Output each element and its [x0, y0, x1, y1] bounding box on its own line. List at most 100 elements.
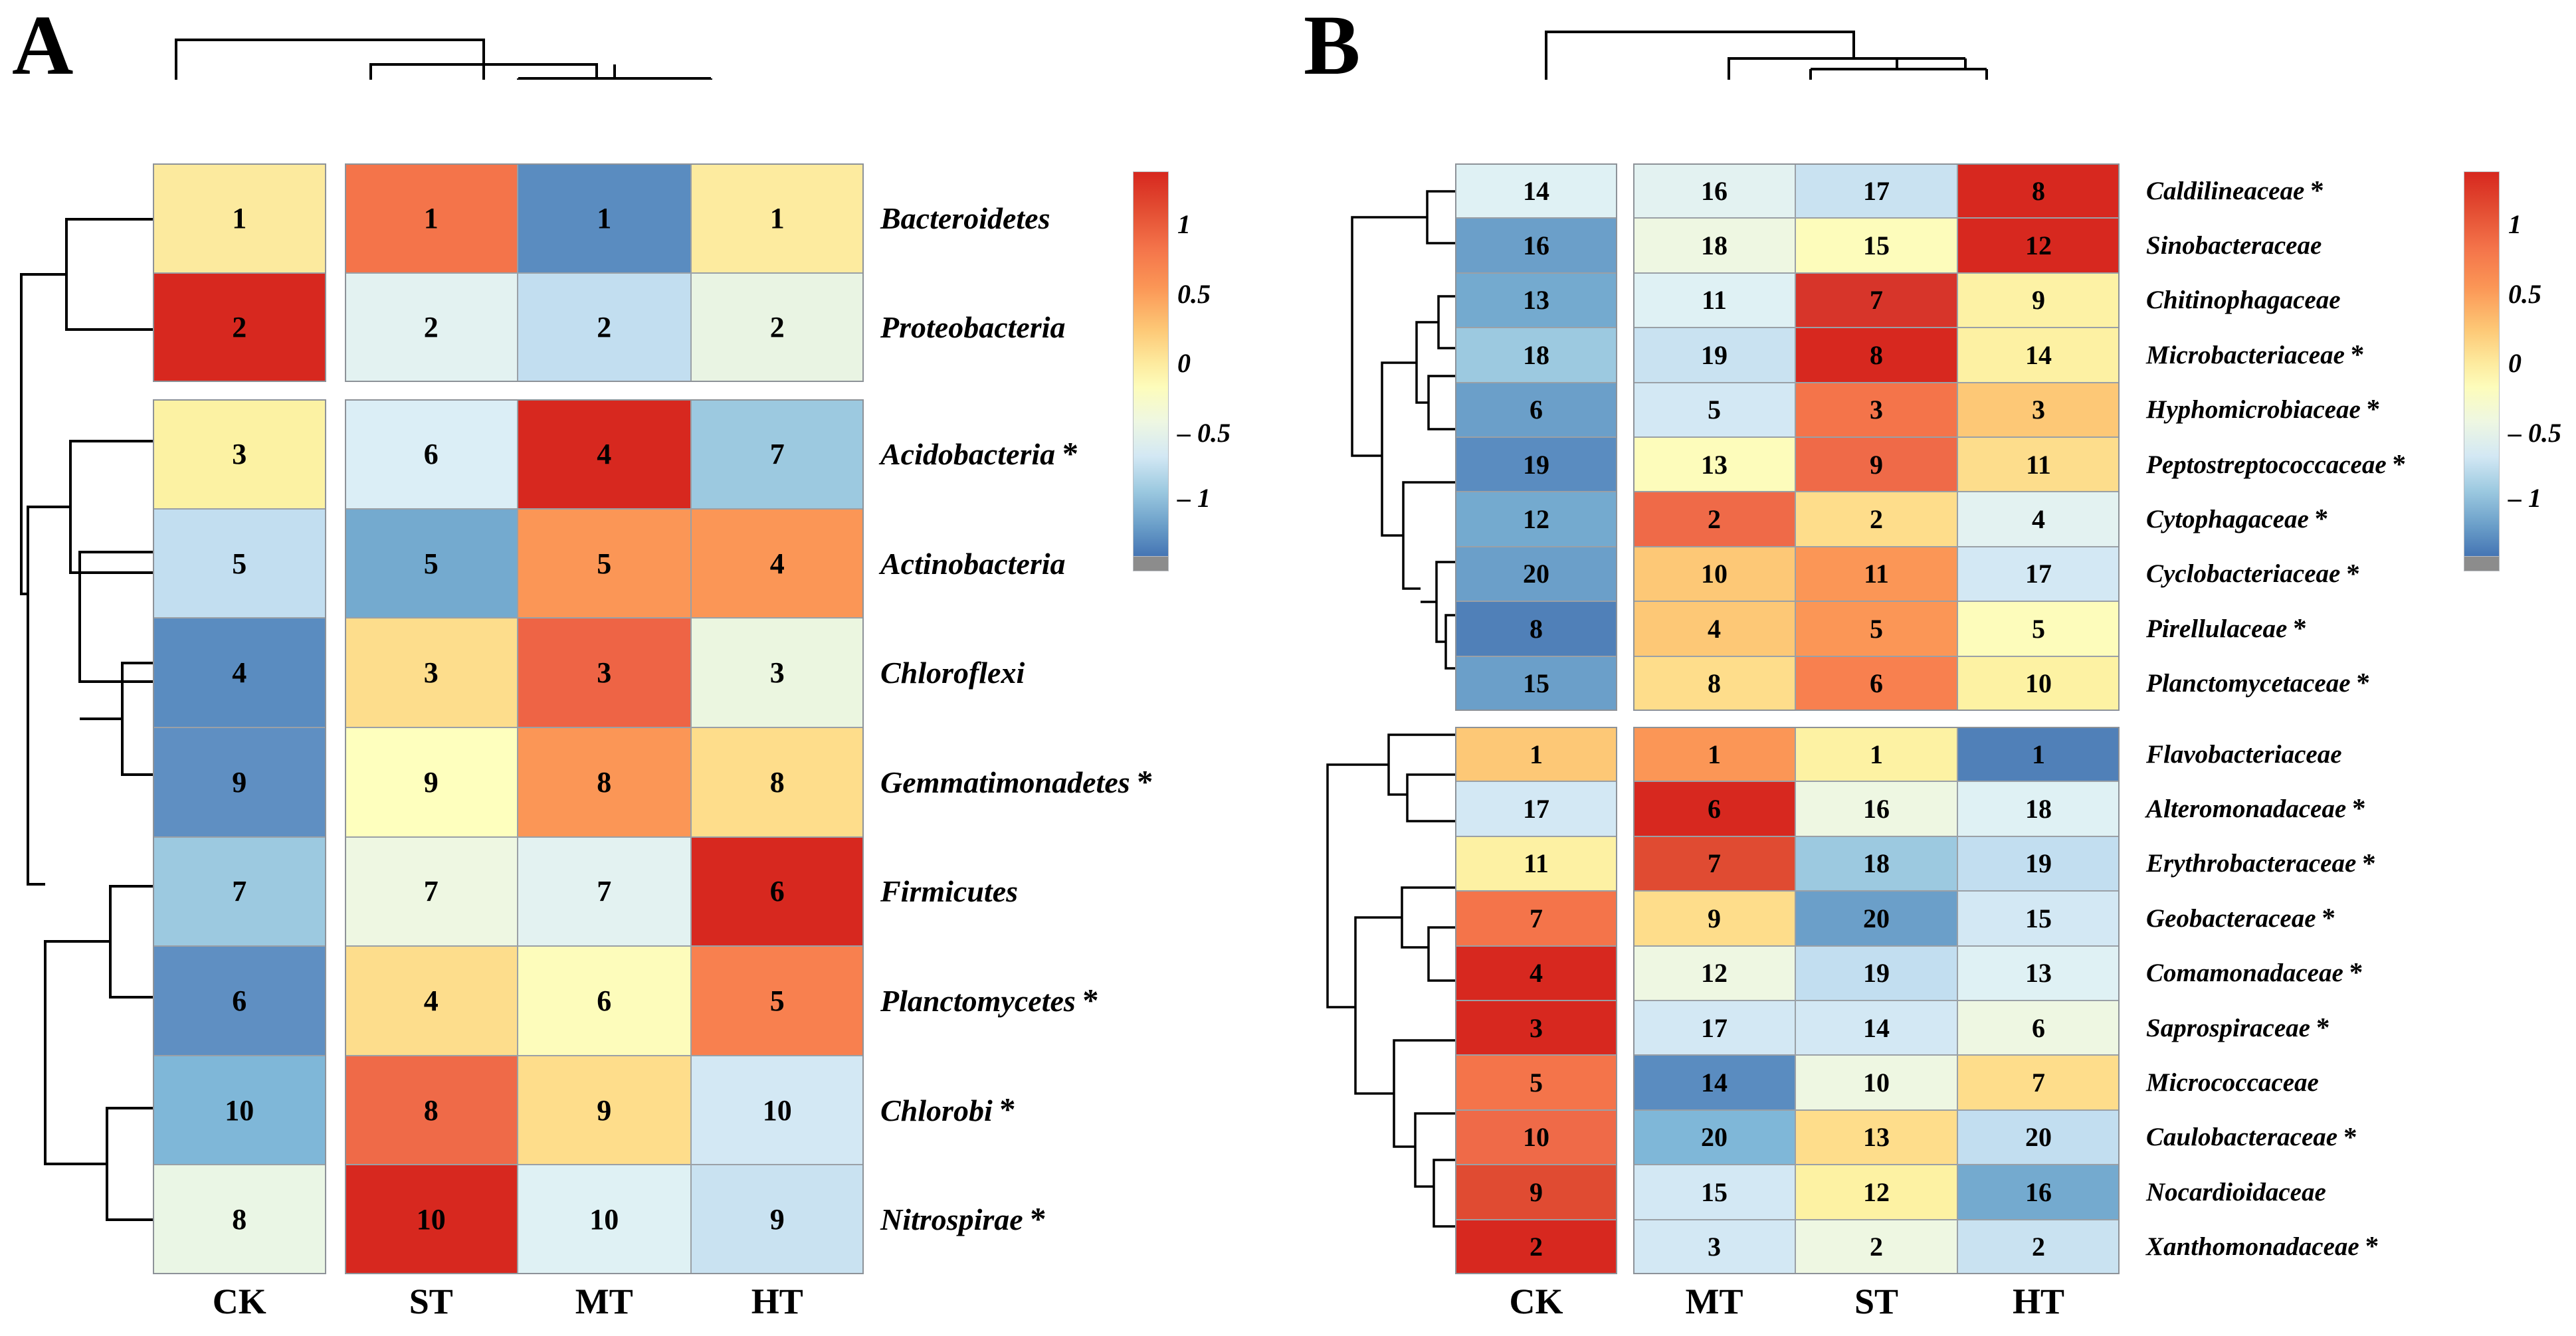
heatmap-cell: 8: [344, 1055, 518, 1165]
heatmap-cell: 1: [1795, 727, 1957, 782]
significance-asterisk: *: [1062, 436, 1078, 472]
row-label: Nocardioidaceae: [2146, 1165, 2326, 1219]
heatmap-cell: 11: [1957, 437, 2120, 492]
heatmap-cell: 6: [690, 836, 864, 947]
row-label-text: Nitrospirae: [880, 1202, 1023, 1237]
heatmap-cell: 18: [1795, 836, 1957, 892]
panel-b-colorbar: [2464, 171, 2500, 571]
heatmap-cell: 6: [344, 399, 518, 509]
heatmap-cell: 9: [1795, 437, 1957, 492]
significance-asterisk: *: [1137, 764, 1153, 800]
heatmap-cell: 2: [344, 272, 518, 383]
heatmap-cell: 19: [1633, 328, 1795, 383]
row-label: Gemmatimonadetes*: [880, 727, 1153, 837]
row-label: Proteobacteria: [880, 273, 1066, 383]
heatmap-cell: 4: [1957, 492, 2120, 547]
row-label: Planctomycetes*: [880, 946, 1099, 1056]
row-label: Chloroflexi: [880, 618, 1025, 727]
row-label: Microbacteriaceae*: [2146, 328, 2364, 382]
row-label-text: Comamonadaceae: [2146, 959, 2343, 988]
heatmap-cell: 2: [153, 272, 326, 383]
heatmap-cell: 20: [1455, 546, 1617, 602]
heatmap-cell: 1: [690, 163, 864, 273]
heatmap-cell: 10: [1795, 1055, 1957, 1110]
row-label: Cyclobacteriaceae*: [2146, 547, 2360, 601]
heatmap-cell: 9: [1633, 891, 1795, 946]
heatmap-cell: 7: [1633, 836, 1795, 892]
heatmap-cell: 19: [1455, 437, 1617, 492]
significance-asterisk: *: [1082, 983, 1099, 1018]
heatmap-cell: 16: [1633, 163, 1795, 219]
heatmap-cell: 10: [1455, 1109, 1617, 1165]
heatmap-cell: 17: [1633, 1001, 1795, 1056]
significance-asterisk: *: [1030, 1201, 1046, 1237]
row-label-text: Chlorobi: [880, 1093, 993, 1127]
heatmap-cell: 7: [1455, 891, 1617, 946]
heatmap-cell: 16: [1795, 781, 1957, 836]
heatmap-cell: 13: [1633, 437, 1795, 492]
significance-asterisk: *: [2362, 848, 2376, 878]
heatmap-cell: 6: [518, 946, 691, 1056]
row-label-text: Hyphomicrobiaceae: [2146, 395, 2361, 425]
heatmap-cell: 2: [1795, 492, 1957, 547]
row-label: Caulobacteraceae*: [2146, 1110, 2357, 1165]
row-label-text: Planctomycetaceae: [2146, 669, 2351, 698]
heatmap-cell: 13: [1795, 1109, 1957, 1165]
panel-a-top-dendrogram: [120, 9, 890, 80]
heatmap-cell: 10: [1633, 546, 1795, 602]
heatmap-cell: 5: [518, 508, 691, 619]
heatmap-cell: 18: [1957, 781, 2120, 836]
heatmap-cell: 2: [1633, 492, 1795, 547]
heatmap-cell: 6: [1957, 1001, 2120, 1056]
column-label: MT: [575, 1282, 633, 1321]
row-label-text: Bacteroidetes: [880, 201, 1050, 235]
heatmap-cell: 1: [1957, 727, 2120, 782]
row-label-text: Flavobacteriaceae: [2146, 739, 2342, 769]
significance-asterisk: *: [2356, 668, 2370, 698]
significance-asterisk: *: [2349, 957, 2363, 988]
heatmap-cell: 14: [1957, 328, 2120, 383]
heatmap-cell: 3: [1795, 382, 1957, 437]
heatmap-cell: 12: [1633, 945, 1795, 1001]
significance-asterisk: *: [2366, 394, 2381, 425]
heatmap-cell: 18: [1633, 218, 1795, 273]
row-label-text: Geobacteraceae: [2146, 904, 2316, 933]
heatmap-cell: 17: [1795, 163, 1957, 219]
row-label: Firmicutes: [880, 837, 1018, 947]
panel-b-letter: B: [1304, 0, 1361, 92]
panel-a-colorbar: [1133, 171, 1169, 571]
colorbar-tick-label: – 0.5: [1177, 417, 1231, 448]
row-label: Planctomycetaceae*: [2146, 656, 2370, 711]
significance-asterisk: *: [2316, 1012, 2330, 1042]
heatmap-cell: 4: [344, 946, 518, 1056]
heatmap-cell: 5: [1795, 601, 1957, 656]
row-label-text: Planctomycetes: [880, 983, 1076, 1018]
row-label: Acidobacteria*: [880, 399, 1078, 509]
heatmap-cell: 15: [1633, 1165, 1795, 1220]
heatmap-cell: 4: [518, 399, 691, 509]
heatmap-cell: 5: [344, 508, 518, 619]
column-label: ST: [409, 1282, 453, 1321]
row-label-text: Nocardioidaceae: [2146, 1177, 2326, 1206]
heatmap-cell: 3: [518, 618, 691, 727]
colorbar-gradient: [2464, 171, 2500, 557]
row-label: Alteromonadaceae*: [2146, 781, 2366, 836]
heatmap-cell: 13: [1455, 272, 1617, 328]
row-label-text: Firmicutes: [880, 874, 1019, 909]
heatmap-cell: 15: [1795, 218, 1957, 273]
heatmap-cell: 9: [1957, 272, 2120, 328]
heatmap-cell: 19: [1795, 945, 1957, 1001]
heatmap-cell: 7: [1957, 1055, 2120, 1110]
column-label: HT: [2012, 1282, 2065, 1321]
heatmap-cell: 14: [1795, 1001, 1957, 1056]
heatmap-cell: 4: [690, 508, 864, 619]
heatmap-cell: 7: [690, 399, 864, 509]
colorbar-tick-label: 0.5: [2508, 278, 2541, 309]
row-label: Caldilineaceae*: [2146, 163, 2324, 218]
heatmap-cell: 15: [1455, 656, 1617, 711]
row-label: Pirellulaceae*: [2146, 601, 2307, 656]
row-label: Sinobacteraceae: [2146, 218, 2322, 272]
